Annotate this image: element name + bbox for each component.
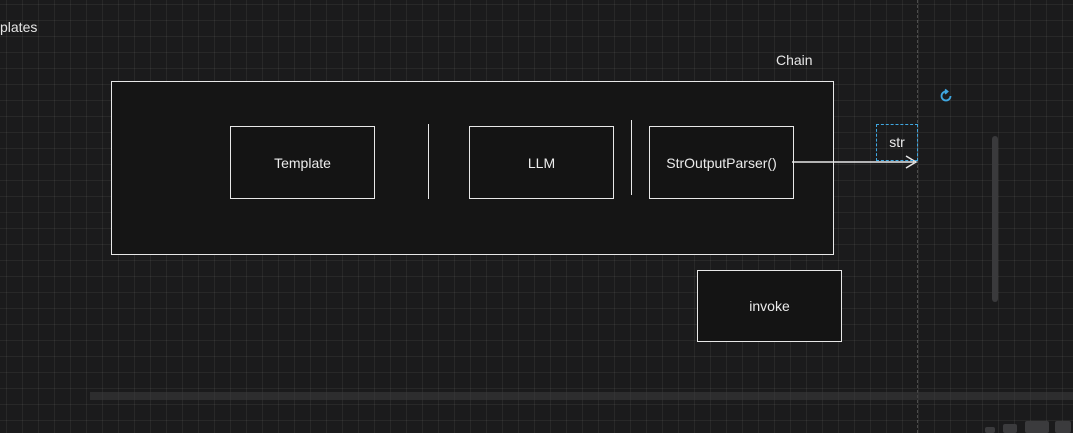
- bottom-controls: [953, 419, 1073, 433]
- llm-label: LLM: [527, 154, 556, 171]
- control-icon[interactable]: [1055, 421, 1071, 433]
- chain-label[interactable]: Chain: [776, 52, 813, 68]
- template-box[interactable]: Template: [230, 126, 375, 199]
- bottom-toolbar-strip: [90, 392, 1073, 400]
- invoke-box[interactable]: invoke: [697, 270, 842, 342]
- divider-line[interactable]: [428, 124, 429, 199]
- str-label: str: [889, 133, 905, 150]
- llm-box[interactable]: LLM: [469, 126, 614, 199]
- parser-label: StrOutputParser(): [666, 154, 777, 171]
- alignment-guide: [917, 0, 918, 433]
- control-icon[interactable]: [1003, 424, 1017, 433]
- corner-text: plates: [0, 19, 38, 35]
- rotate-icon[interactable]: [938, 88, 954, 104]
- divider-line[interactable]: [631, 120, 632, 195]
- output-arrow[interactable]: [792, 152, 932, 172]
- parser-box[interactable]: StrOutputParser(): [649, 126, 794, 199]
- vertical-scrollbar[interactable]: [992, 136, 998, 302]
- control-icon[interactable]: [985, 427, 995, 433]
- control-icon[interactable]: [1025, 421, 1049, 433]
- str-text-selection[interactable]: str: [876, 124, 918, 161]
- invoke-label: invoke: [749, 298, 790, 314]
- template-label: Template: [274, 154, 331, 171]
